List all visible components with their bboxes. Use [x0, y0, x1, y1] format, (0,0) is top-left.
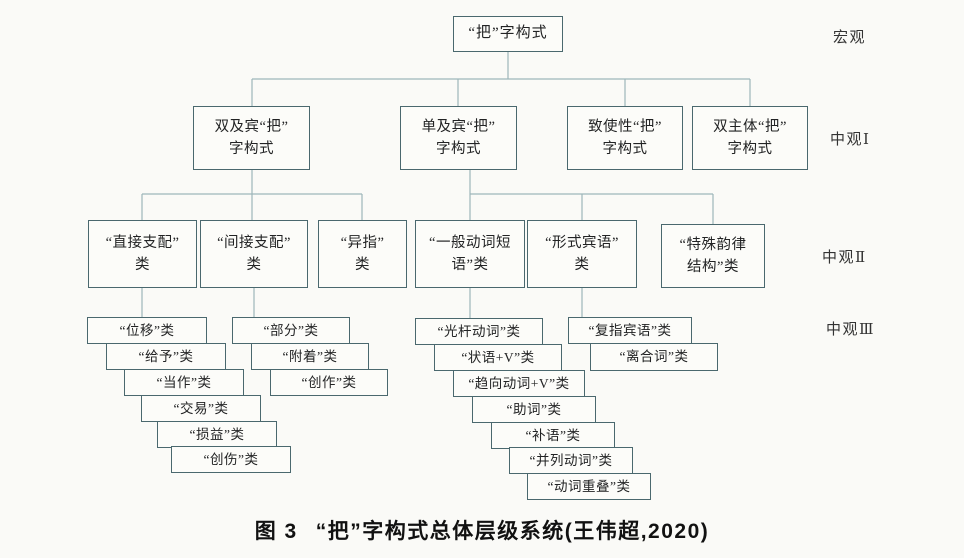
scale-label-meso3: 中观Ⅲ	[826, 322, 875, 338]
leaf-direct-2: “给予”类	[106, 343, 226, 370]
leaf-indirect-1: “部分”类	[232, 317, 350, 344]
scale-label-meso1: 中观Ⅰ	[830, 132, 871, 148]
leaf-direct-3: “当作”类	[124, 369, 244, 396]
figure-caption: 图 3 “把”字构式总体层级系统(王伟超,2020)	[0, 515, 964, 545]
node-meso1-causative: 致使性“把” 字构式	[567, 106, 683, 170]
leaf-verb-4: “助词”类	[472, 396, 596, 423]
node-meso2-verb-phrase: “一般动词短 语”类	[415, 220, 525, 288]
node-meso1-double-subject: 双主体“把” 字构式	[692, 106, 808, 170]
node-root: “把”字构式	[453, 16, 563, 52]
leaf-direct-5: “损益”类	[157, 421, 277, 448]
node-meso2-different-ref: “异指” 类	[318, 220, 407, 288]
leaf-verb-3: “趋向动词+V”类	[453, 370, 585, 397]
scale-label-macro: 宏观	[833, 30, 867, 46]
leaf-verb-6: “并列动词”类	[509, 447, 633, 474]
leaf-indirect-3: “创作”类	[270, 369, 388, 396]
leaf-direct-1: “位移”类	[87, 317, 207, 344]
node-meso2-formal-object: “形式宾语” 类	[527, 220, 637, 288]
node-meso1-single-object: 单及宾“把” 字构式	[400, 106, 517, 170]
node-meso2-direct: “直接支配” 类	[88, 220, 197, 288]
leaf-verb-2: “状语+V”类	[434, 344, 562, 371]
leaf-verb-5: “补语”类	[491, 422, 615, 449]
leaf-indirect-2: “附着”类	[251, 343, 369, 370]
node-meso2-prosody: “特殊韵律 结构”类	[661, 224, 765, 288]
leaf-formal-2: “离合词”类	[590, 343, 718, 371]
caption-title: “把”字构式总体层级系统(王伟超,2020)	[315, 520, 710, 543]
caption-number: 图 3	[254, 520, 298, 543]
leaf-direct-6: “创伤”类	[171, 446, 291, 473]
leaf-verb-7: “动词重叠”类	[527, 473, 651, 500]
node-meso2-indirect: “间接支配” 类	[200, 220, 308, 288]
leaf-formal-1: “复指宾语”类	[568, 317, 692, 344]
node-meso1-double-object: 双及宾“把” 字构式	[193, 106, 310, 170]
scale-label-meso2: 中观Ⅱ	[822, 250, 867, 266]
leaf-direct-4: “交易”类	[141, 395, 261, 422]
leaf-verb-1: “光杆动词”类	[415, 318, 543, 345]
